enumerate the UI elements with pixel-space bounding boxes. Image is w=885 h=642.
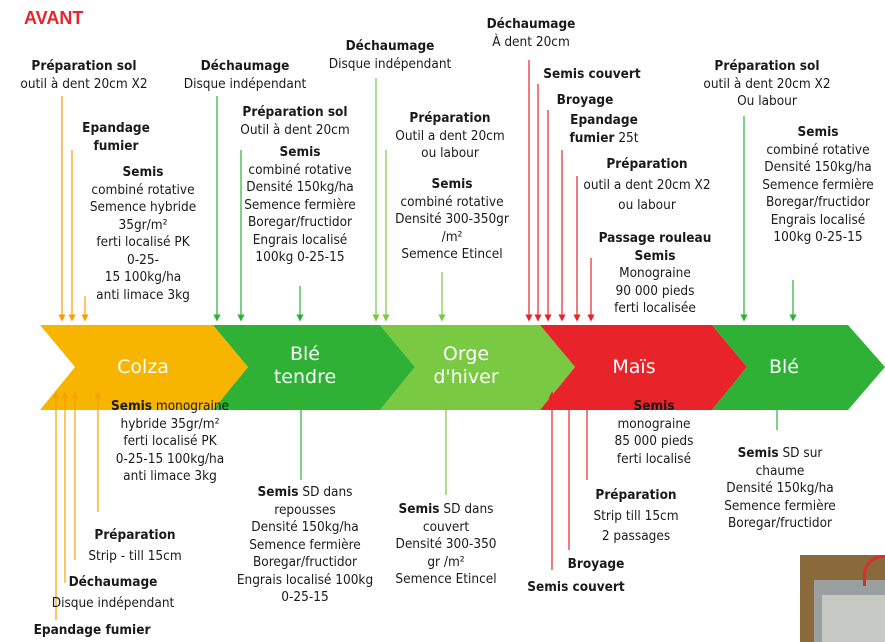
chevron-ble-tendre [213,325,415,410]
chevron-colza [40,325,248,410]
ble-semis: Semis combiné rotative Densité 150kg/ha … [244,144,356,265]
orge-semis-sd: Semis SD dans couvert Densité 300-350 gr… [395,501,497,587]
ble2-semis-sd: Semis SD sur chaume Densité 150kg/ha Sem… [724,445,836,531]
chevron-orge [380,325,575,410]
mais-semis-couvert-bottom: Semis couvert [527,579,625,595]
colza-epandage-fumier: Epandage fumier [33,622,151,638]
chevron-mais [540,325,747,410]
ble2-semis: Semis combiné rotative Densité 150kg/ha … [762,124,874,245]
chevron-ble [712,325,885,410]
orge-semis: Semis combiné rotative Densité 300-350gr… [395,176,509,262]
mais-semis: Passage rouleau Semis Monograine 90 000 … [598,230,712,316]
colza-semis-monograine: Semis monograine hybride 35gr/m² ferti l… [111,398,229,484]
crop-label-mais: Maïs [612,356,656,378]
photo-thumbnail [800,555,885,642]
crop-label-colza: Colza [117,356,169,378]
mais-broyage-bottom: Broyage [567,556,625,572]
mais-broyage: Broyage [556,92,614,108]
mais-epandage: Epandage fumier 25t [569,112,639,146]
mais-semis-monograine: Semis monograine 85 000 pieds ferti loca… [614,398,694,467]
mais-semis-couvert: Semis couvert [543,66,641,82]
ble-semis-sd: Semis SD dans repousses Densité 150kg/ha… [236,484,374,605]
crop-label-ble: Blé [768,356,800,378]
colza-semis: Semis combiné rotative Semence hybride 3… [89,164,197,303]
page-title: AVANT [24,8,84,28]
